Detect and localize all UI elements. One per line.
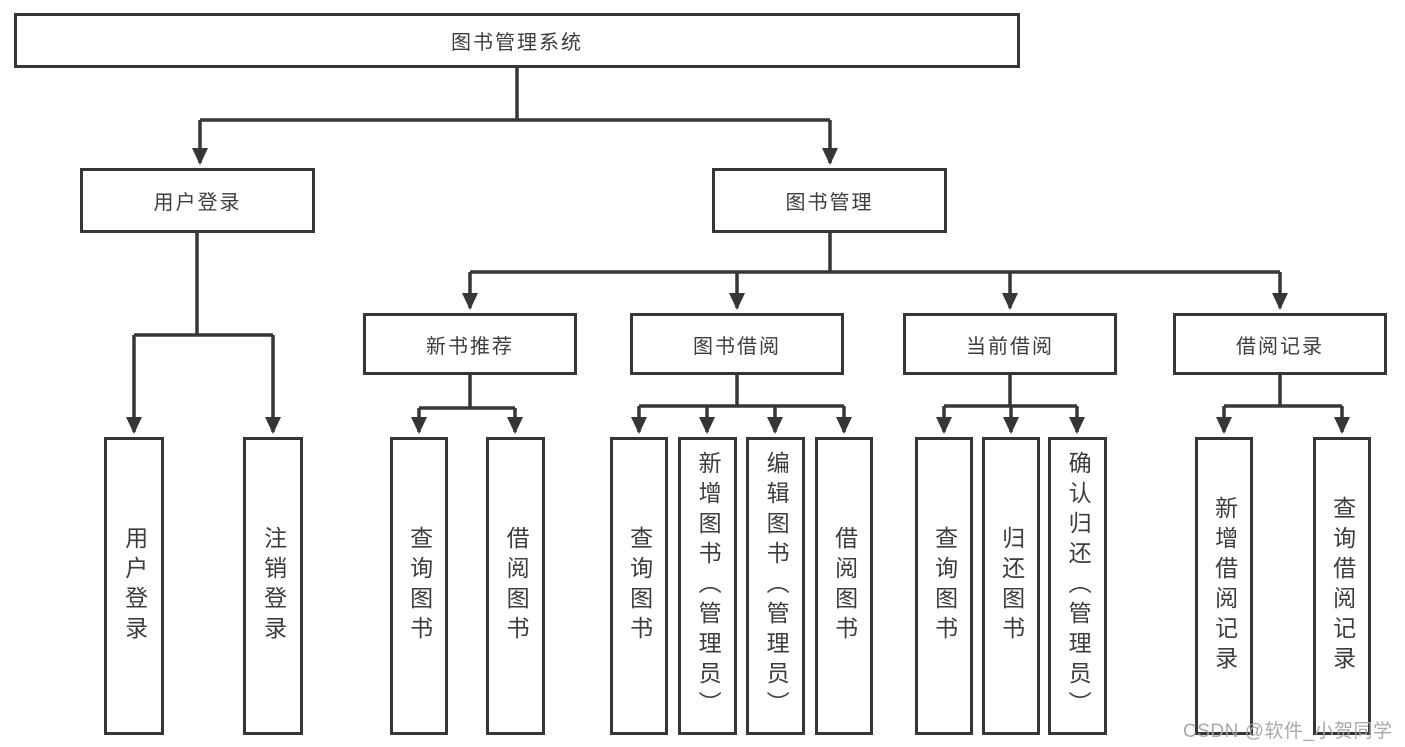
node-leaf-user-login-label: 用户登录 — [121, 526, 148, 646]
node-leaf-edit-books-admin-label: 编辑图书（管理员） — [763, 451, 790, 721]
node-leaf-user-login: 用户登录 — [104, 437, 164, 735]
node-new-book-recommend-label: 新书推荐 — [426, 335, 514, 358]
node-book-borrow-label: 图书借阅 — [693, 335, 781, 358]
node-leaf-new-query-books: 查询图书 — [390, 437, 448, 735]
node-leaf-current-query-books-label: 查询图书 — [931, 526, 958, 646]
node-leaf-current-query-books: 查询图书 — [915, 437, 973, 735]
node-user-login: 用户登录 — [80, 168, 315, 233]
node-leaf-confirm-return-admin-label: 确认归还（管理员） — [1065, 451, 1092, 721]
node-leaf-confirm-return-admin: 确认归还（管理员） — [1048, 437, 1107, 735]
node-leaf-add-books-admin-label: 新增图书（管理员） — [695, 451, 722, 721]
node-leaf-query-borrow-record: 查询借阅记录 — [1313, 437, 1371, 735]
node-leaf-add-borrow-record: 新增借阅记录 — [1195, 437, 1253, 735]
node-leaf-return-books: 归还图书 — [982, 437, 1040, 735]
node-current-borrow: 当前借阅 — [903, 313, 1117, 375]
node-leaf-edit-books-admin: 编辑图书（管理员） — [746, 437, 805, 735]
node-book-borrow: 图书借阅 — [630, 313, 844, 375]
node-leaf-query-borrow-record-label: 查询借阅记录 — [1329, 496, 1356, 676]
node-leaf-new-borrow-books-label: 借阅图书 — [503, 526, 530, 646]
node-leaf-new-query-books-label: 查询图书 — [406, 526, 433, 646]
node-leaf-logout: 注销登录 — [243, 437, 303, 735]
node-leaf-logout-label: 注销登录 — [260, 526, 287, 646]
node-root-system: 图书管理系统 — [14, 13, 1020, 68]
node-leaf-new-borrow-books: 借阅图书 — [486, 437, 545, 735]
node-leaf-add-borrow-record-label: 新增借阅记录 — [1211, 496, 1238, 676]
node-leaf-borrow-query-books: 查询图书 — [610, 437, 668, 735]
node-leaf-borrow-books: 借阅图书 — [815, 437, 873, 735]
node-root-label: 图书管理系统 — [451, 32, 583, 54]
node-user-login-label: 用户登录 — [153, 192, 242, 214]
node-leaf-borrow-books-label: 借阅图书 — [831, 526, 858, 646]
node-leaf-borrow-query-books-label: 查询图书 — [626, 526, 653, 646]
node-book-management-label: 图书管理 — [785, 192, 874, 214]
node-borrow-records-label: 借阅记录 — [1236, 335, 1324, 358]
node-borrow-records: 借阅记录 — [1173, 313, 1387, 375]
csdn-watermark: CSDN @软件_小贺同学 — [1183, 721, 1393, 742]
node-current-borrow-label: 当前借阅 — [966, 335, 1054, 358]
node-leaf-add-books-admin: 新增图书（管理员） — [678, 437, 737, 735]
node-new-book-recommend: 新书推荐 — [363, 313, 577, 375]
node-leaf-return-books-label: 归还图书 — [998, 526, 1025, 646]
node-book-management: 图书管理 — [712, 168, 947, 233]
